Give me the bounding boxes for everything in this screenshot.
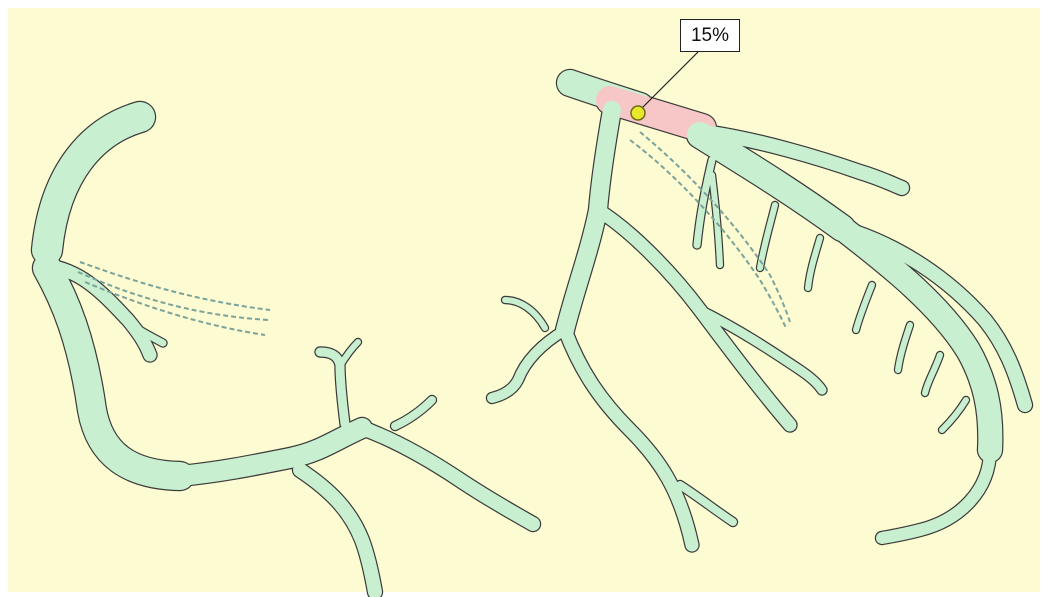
stenosis-label: 15%	[680, 19, 740, 52]
rca-pl-branch	[362, 428, 533, 524]
septal-6	[925, 355, 940, 393]
label-leader-line	[640, 52, 698, 110]
rca-proximal	[47, 117, 140, 250]
rca-pl-up-tip	[340, 342, 358, 366]
septal-2	[760, 205, 775, 268]
septal-4	[856, 285, 872, 330]
om-2	[565, 330, 692, 545]
stenosis-percent-text: 15%	[691, 25, 729, 47]
lad-distal	[882, 450, 990, 538]
septal-7	[942, 400, 966, 430]
yellow-dot-icon	[631, 106, 645, 120]
rca-pl-small	[395, 400, 432, 426]
rca-distal	[180, 428, 362, 476]
lad-stenosis-segment	[610, 100, 702, 128]
